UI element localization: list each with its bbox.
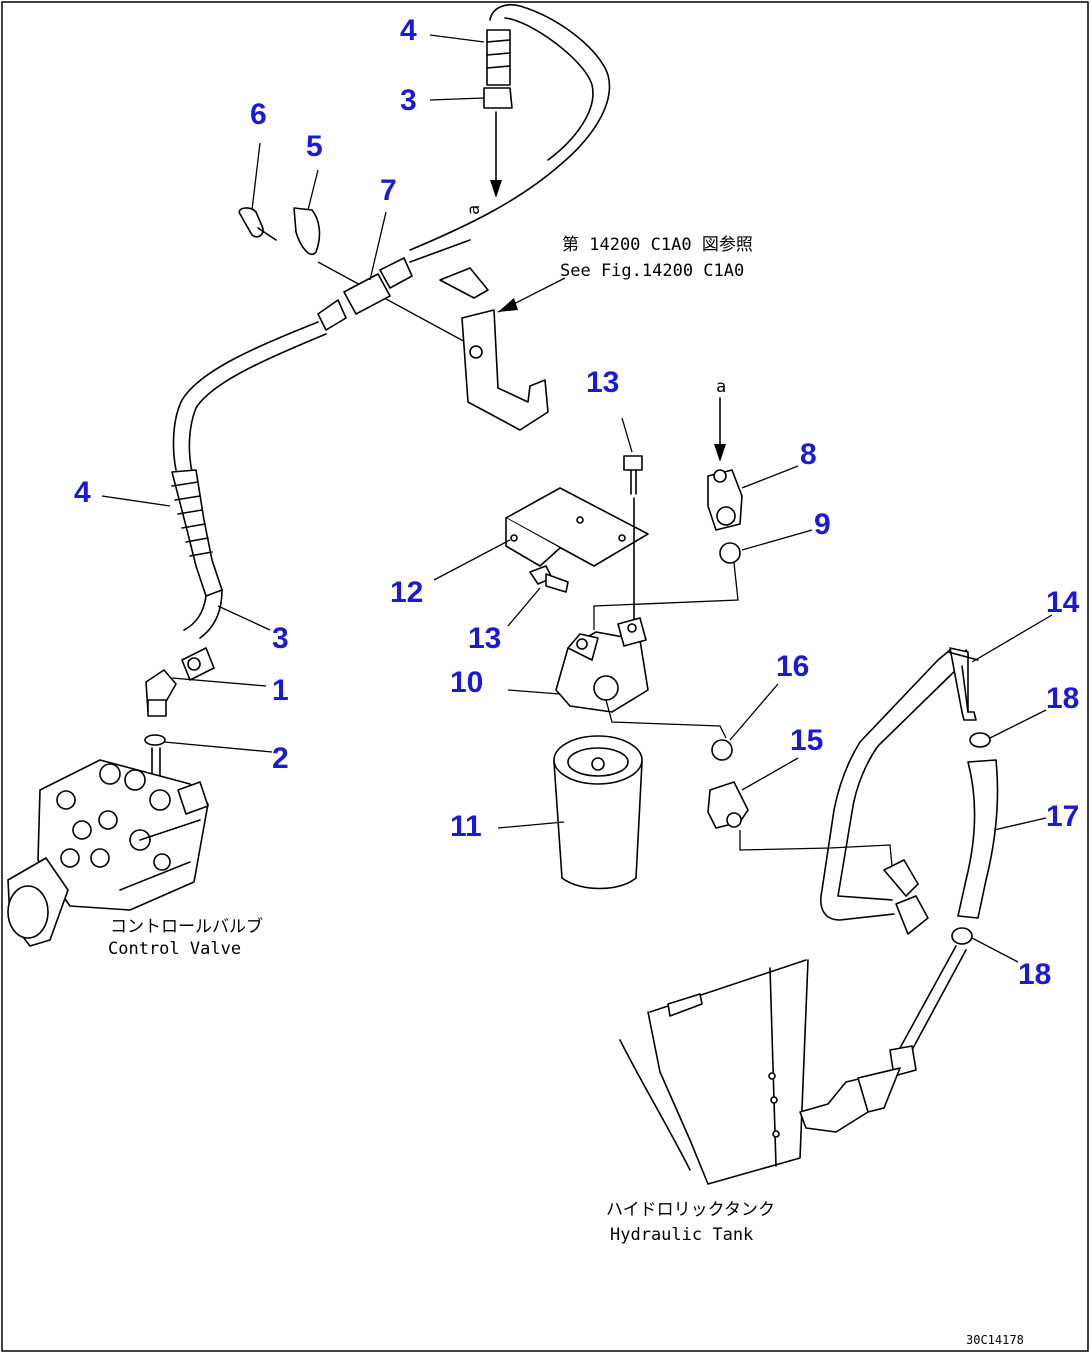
callout-3-left: 3 bbox=[272, 622, 289, 655]
control-valve bbox=[7, 759, 209, 947]
hydraulic-tank bbox=[619, 945, 967, 1185]
callout-16: 16 bbox=[776, 650, 809, 683]
callout-4-left: 4 bbox=[74, 476, 91, 509]
control-valve-label-en: Control Valve bbox=[108, 939, 241, 959]
callout-1: 1 bbox=[272, 674, 289, 707]
tank-label-en: Hydraulic Tank bbox=[610, 1225, 753, 1245]
filter-element bbox=[553, 735, 643, 890]
callout-6: 6 bbox=[250, 98, 267, 131]
return-pipe-14 bbox=[820, 647, 979, 935]
clamp-parts bbox=[238, 207, 481, 351]
callout-14: 14 bbox=[1046, 586, 1080, 619]
callout-2: 2 bbox=[272, 742, 289, 775]
callout-numbers: 4 3 6 5 7 4 3 1 2 13 8 9 12 13 10 11 16 … bbox=[74, 14, 1080, 991]
o-ring-9 bbox=[719, 542, 741, 564]
callout-15: 15 bbox=[790, 724, 823, 757]
o-ring-16 bbox=[711, 739, 733, 761]
elbow-fitting-1 bbox=[145, 669, 177, 717]
callout-11: 11 bbox=[450, 810, 482, 843]
callout-8: 8 bbox=[800, 438, 817, 471]
o-ring-2 bbox=[144, 734, 166, 791]
document-id: 30C14178 bbox=[966, 1333, 1024, 1347]
reference-note-en: See Fig.14200 C1A0 bbox=[560, 261, 744, 281]
filter-bracket-plate bbox=[505, 487, 649, 567]
callout-9: 9 bbox=[814, 508, 831, 541]
hose-fitting-3b bbox=[181, 647, 215, 681]
callout-13-upper: 13 bbox=[586, 366, 619, 399]
arrow-a-label-top: a bbox=[464, 205, 484, 215]
filter-head bbox=[555, 617, 727, 739]
callout-5: 5 bbox=[306, 130, 323, 163]
fitting-8 bbox=[707, 469, 743, 531]
hose-joint bbox=[317, 239, 471, 331]
long-hose bbox=[171, 321, 327, 639]
clamp-18-upper bbox=[969, 732, 991, 748]
callout-3-top: 3 bbox=[400, 84, 417, 117]
mounting-bracket bbox=[439, 267, 566, 431]
clamp-18-lower bbox=[951, 927, 973, 945]
callout-7: 7 bbox=[380, 174, 397, 207]
callout-4-top: 4 bbox=[400, 14, 417, 47]
leader-lines bbox=[101, 34, 1053, 963]
control-valve-label-jp: コントロールバルブ bbox=[110, 916, 263, 937]
top-hose-assembly bbox=[409, 4, 611, 251]
callout-13-lower: 13 bbox=[468, 622, 501, 655]
reference-note-jp: 第 14200 C1A0 図参照 bbox=[562, 235, 753, 255]
callout-17: 17 bbox=[1046, 800, 1079, 833]
fitting-15 bbox=[707, 781, 893, 867]
arrow-a-label-mid: a bbox=[716, 377, 726, 397]
callout-18-lower: 18 bbox=[1018, 958, 1051, 991]
callout-10: 10 bbox=[450, 666, 483, 699]
callout-18-upper: 18 bbox=[1046, 682, 1079, 715]
tank-label-jp: ハイドロリックタンク bbox=[606, 1200, 775, 1220]
callout-12: 12 bbox=[390, 576, 423, 609]
hose-17 bbox=[957, 759, 999, 919]
bolt-13-lower bbox=[529, 565, 569, 593]
